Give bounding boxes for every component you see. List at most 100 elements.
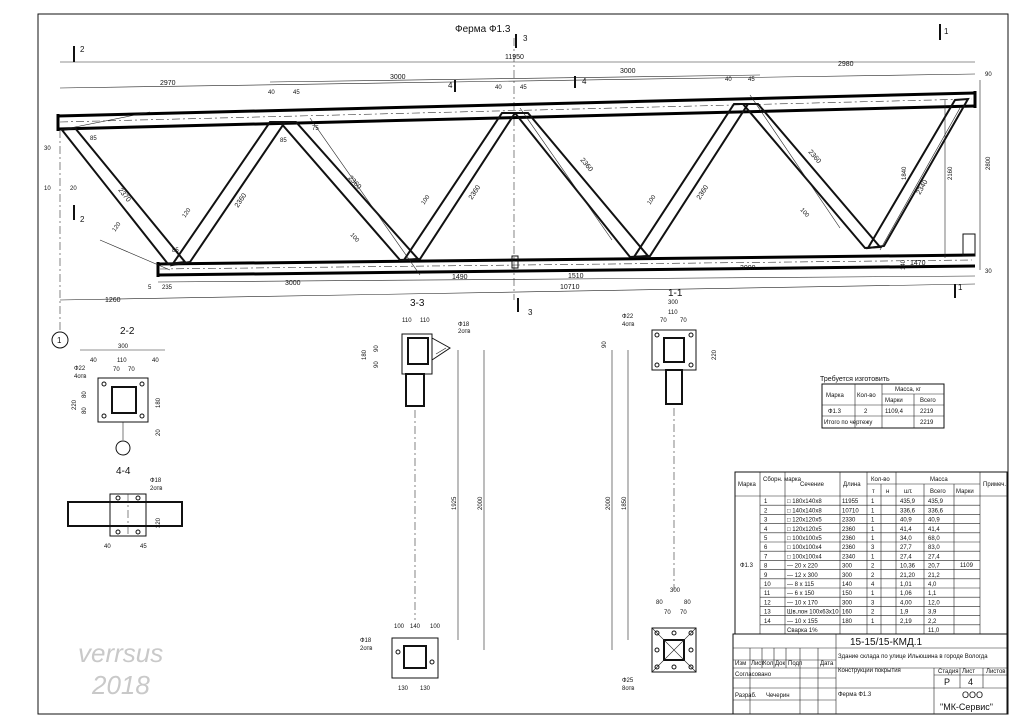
svg-text:40: 40: [90, 358, 97, 364]
svg-text:Ф22: Ф22: [622, 314, 634, 320]
svg-text:1: 1: [958, 283, 963, 292]
section-1-1: 1-1 300 110 70 70 Ф22 4отв 90 220 2000 1…: [602, 288, 718, 692]
svg-text:85: 85: [172, 248, 179, 254]
svg-text:Стадия: Стадия: [938, 669, 958, 675]
svg-text:2: 2: [80, 45, 85, 54]
spec-cell-pc: 4,00: [900, 600, 912, 606]
svg-text:Длина: Длина: [843, 482, 861, 488]
dim-left: 2970: [160, 80, 176, 87]
svg-text:Ф18: Ф18: [360, 638, 372, 644]
svg-text:40: 40: [268, 90, 275, 96]
spec-cell-q: 3: [871, 600, 875, 606]
spec-cell-q: 4: [871, 582, 875, 588]
spec-cell-s: — 20 х 220: [787, 564, 818, 570]
svg-text:70: 70: [113, 367, 120, 373]
svg-text:110: 110: [117, 358, 127, 364]
svg-text:Всего: Всего: [920, 398, 936, 404]
svg-text:130: 130: [398, 686, 409, 692]
spec-cell-l: 300: [842, 600, 853, 606]
svg-text:1510: 1510: [568, 273, 584, 280]
spec-cell-s: Сварка 1%: [787, 628, 818, 634]
svg-text:Ф18: Ф18: [458, 322, 470, 328]
svg-text:70: 70: [680, 610, 687, 616]
svg-text:100: 100: [421, 194, 432, 206]
spec-cell-tot: 12,0: [928, 600, 940, 606]
dim-panel-a: 3000: [390, 74, 406, 81]
spec-cell-q: 1: [871, 518, 875, 524]
svg-text:Примеч.: Примеч.: [983, 482, 1006, 488]
svg-text:140: 140: [410, 624, 421, 630]
spec-cell-l: 180: [842, 619, 853, 625]
svg-text:320: 320: [156, 517, 162, 528]
svg-text:90: 90: [374, 361, 380, 368]
spec-cell-tot: 11,0: [928, 628, 940, 634]
svg-text:70: 70: [660, 318, 667, 324]
svg-text:2000: 2000: [606, 496, 612, 510]
spec-cell-pc: 336,6: [900, 508, 916, 514]
svg-text:Марки: Марки: [956, 489, 974, 495]
svg-text:3: 3: [528, 308, 533, 317]
spec-cell-q: 1: [871, 527, 875, 533]
sheet-frame: [37, 13, 1009, 715]
svg-text:300: 300: [118, 344, 129, 350]
svg-text:120: 120: [182, 207, 193, 219]
spec-cell-s: □ 120х120х5: [787, 518, 822, 524]
svg-text:Согласовано: Согласовано: [735, 672, 772, 678]
svg-text:Листов: Листов: [986, 669, 1006, 675]
svg-text:30: 30: [985, 269, 992, 275]
spec-cell-tot: 336,6: [928, 508, 944, 514]
spec-cell-l: 2360: [842, 545, 856, 551]
svg-text:90: 90: [602, 341, 608, 348]
spec-cell-l: 140: [842, 582, 853, 588]
svg-text:ООО: ООО: [962, 690, 983, 700]
spec-cell-tot: 2,2: [928, 619, 937, 625]
svg-text:235: 235: [162, 285, 173, 291]
svg-text:180: 180: [362, 349, 368, 360]
svg-text:1490: 1490: [452, 274, 468, 281]
svg-text:5: 5: [148, 285, 152, 291]
spec-cell-n: 3: [764, 518, 768, 524]
spec-cell-q: 1: [871, 591, 875, 597]
spec-cell-l: 2330: [842, 518, 856, 524]
spec-cell-s: Шв.лон 100х63х10: [787, 610, 839, 616]
svg-text:70: 70: [128, 367, 135, 373]
svg-text:Кол-во: Кол-во: [871, 477, 890, 483]
section-marks: 2 2 3 3 1 1 4 4: [73, 24, 963, 317]
spec-cell-q: 2: [871, 564, 875, 570]
svg-text:Марка: Марка: [738, 482, 756, 488]
svg-text:80: 80: [684, 600, 691, 606]
svg-text:Марка: Марка: [826, 393, 844, 399]
section-4-4: 4-4 Ф18 2отв 320 40 45: [67, 466, 183, 550]
spec-cell-tot: 20,7: [928, 564, 940, 570]
svg-text:45: 45: [520, 85, 527, 91]
svg-text:300: 300: [670, 588, 681, 594]
svg-text:45: 45: [748, 77, 755, 83]
svg-text:шт.: шт.: [904, 489, 913, 495]
spec-cell-q: 3: [871, 545, 875, 551]
svg-text:Док: Док: [775, 661, 785, 667]
svg-text:4: 4: [582, 77, 587, 86]
spec-cell-pc: 2,19: [900, 619, 912, 625]
svg-text:2отв: 2отв: [360, 646, 372, 652]
spec-cell-pc: 1,06: [900, 591, 912, 597]
svg-text:90: 90: [985, 72, 992, 78]
svg-text:Ф22: Ф22: [74, 366, 86, 372]
svg-text:2800: 2800: [986, 156, 992, 170]
dim-right: 2980: [838, 61, 854, 68]
spec-cell-l: 2360: [842, 527, 856, 533]
svg-text:2отв: 2отв: [150, 486, 162, 492]
spec-cell-tot: 83,0: [928, 545, 940, 551]
svg-text:Кол-во: Кол-во: [857, 393, 876, 399]
section-3-3: 3-3 110 110 Ф18 2отв 180 90 90 1925 2000…: [360, 298, 485, 692]
spec-cell-tot: 21,2: [928, 573, 940, 579]
svg-text:Сечение: Сечение: [800, 482, 825, 488]
svg-text:1850: 1850: [622, 496, 628, 510]
spec-cell-s: — 6 х 150: [787, 591, 815, 597]
svg-text:Ф25: Ф25: [622, 678, 634, 684]
spec-cell-n: 6: [764, 545, 768, 551]
dim-bottom-p1: 3000: [285, 280, 301, 287]
svg-text:1109,4: 1109,4: [885, 409, 904, 415]
svg-text:40: 40: [495, 85, 502, 91]
spec-cell-tot: 68,0: [928, 536, 940, 542]
spec-cell-tot: 1,1: [928, 591, 937, 597]
